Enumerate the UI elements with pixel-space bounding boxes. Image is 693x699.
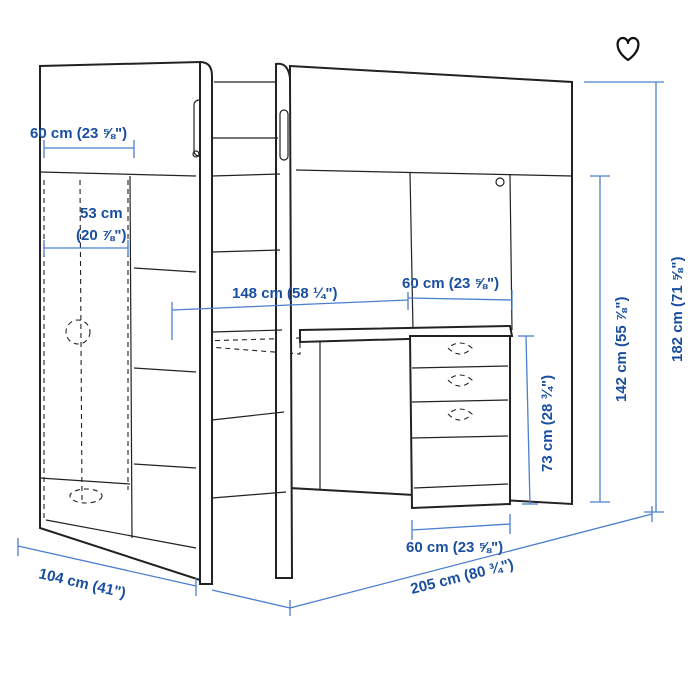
desk-depth-label: 60 cm (23 ⅝") xyxy=(406,539,503,556)
under-bed-height-label: 142 cm (55 ⅞") xyxy=(613,296,630,402)
total-length-label: 205 cm (80 ¾") xyxy=(409,556,515,598)
wardrobe xyxy=(39,60,205,582)
wardrobe-width-label: 60 cm (23 ⅝") xyxy=(30,125,127,142)
desk-drawer-width-label: 60 cm (23 ⅝") xyxy=(402,275,499,292)
total-height-label: 182 cm (71 ⅝") xyxy=(669,256,686,362)
wardrobe-inner-width-label: 53 cm xyxy=(80,205,123,222)
dimension-lines xyxy=(17,81,664,616)
ladder xyxy=(199,60,294,585)
total-depth-label: 104 cm (41") xyxy=(37,565,127,602)
desk xyxy=(169,324,514,510)
desk-height-label: 73 cm (28 ¾") xyxy=(539,375,556,472)
desk-width-label: 148 cm (58 ¼") xyxy=(232,285,338,302)
wardrobe-inner-width-inch-label: (20 ⅞") xyxy=(76,227,126,244)
heart-outline-icon[interactable] xyxy=(616,36,640,62)
